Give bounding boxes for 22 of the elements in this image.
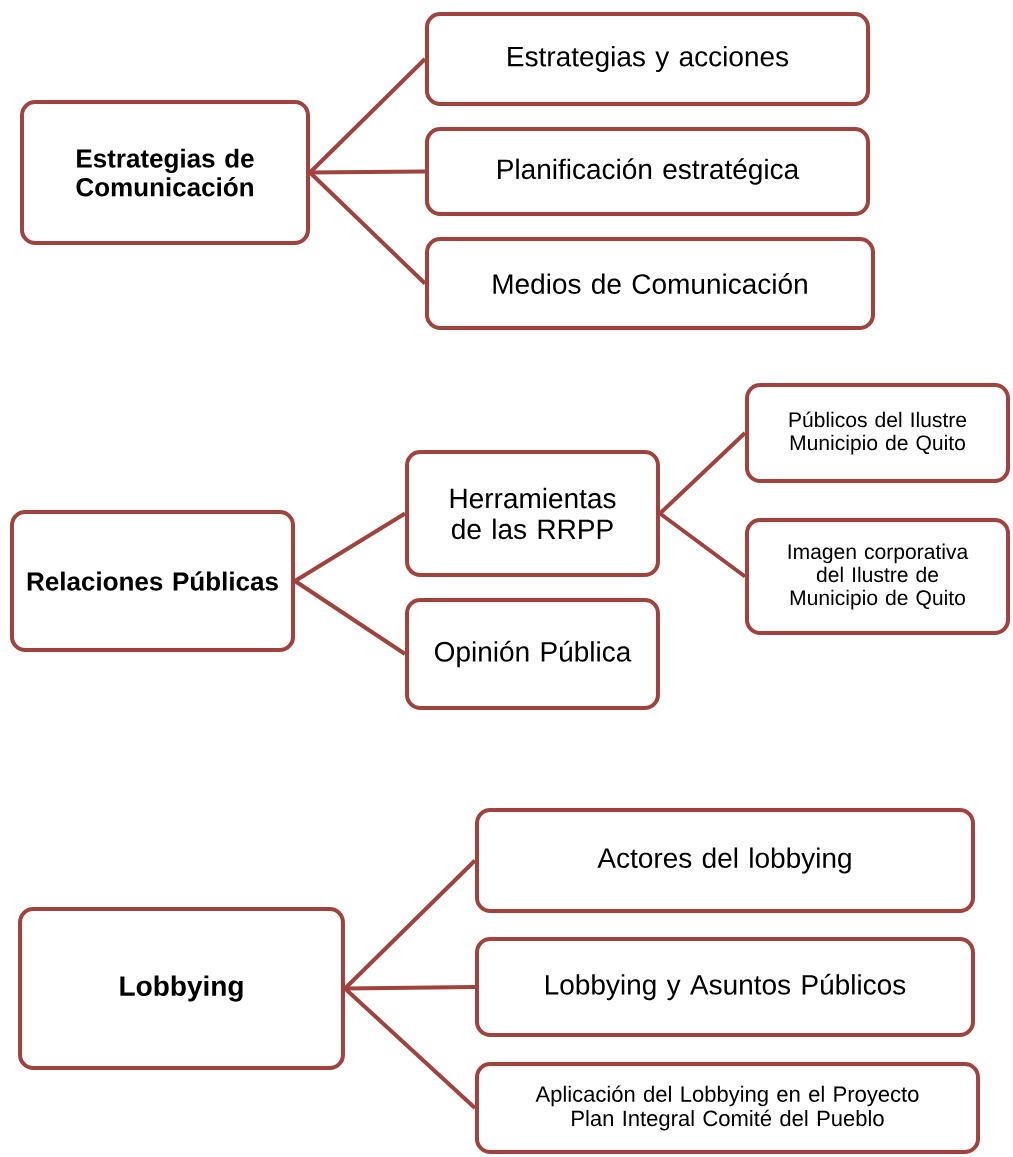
topic-box: Opinión Pública <box>405 598 660 710</box>
connector-line <box>344 985 476 991</box>
topic-box: Aplicación del Lobbying en el Proyecto Plan Integral Comité del Pueblo <box>474 1062 981 1154</box>
topic-box: Actores del lobbying <box>475 807 975 914</box>
connector-line <box>308 57 427 174</box>
connector-line <box>343 987 477 1110</box>
topic-box: Estrategias de Comunicación <box>20 99 310 246</box>
connector-line <box>294 511 407 583</box>
connector-line <box>308 171 427 285</box>
connector-line <box>658 511 747 579</box>
topic-box: Imagen corporativa del Ilustre de Municipio de Quito <box>744 517 1011 636</box>
topic-box: Públicos del Ilustre Municipio de Quito <box>744 383 1011 483</box>
topic-box: Lobbying y Asuntos Públicos <box>475 937 975 1037</box>
topic-box: Estrategias y acciones <box>424 12 871 106</box>
connector-line <box>293 579 407 656</box>
topic-box: Medios de Comunicación <box>425 236 875 331</box>
topic-box: Lobbying <box>18 907 345 1070</box>
connector-line <box>658 431 747 515</box>
topic-box: Planificación estratégica <box>424 126 871 217</box>
connector-line <box>343 859 477 990</box>
topic-box: Relaciones Públicas <box>9 510 296 652</box>
topic-box: Herramientas de las RRPP <box>405 450 660 577</box>
